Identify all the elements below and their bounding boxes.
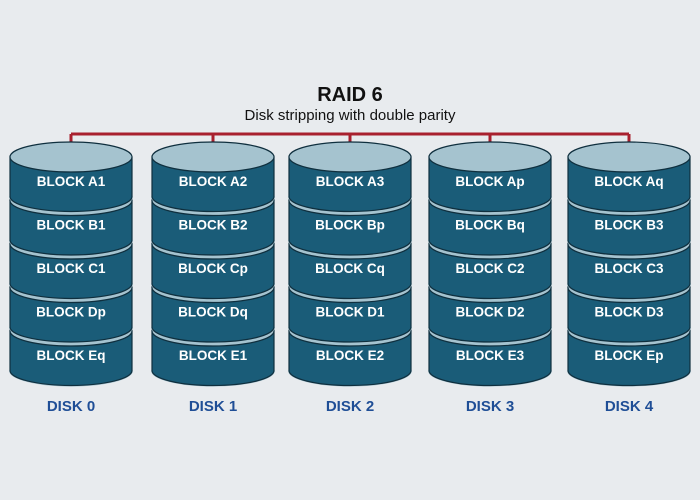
- disk-block: BLOCK Aq: [567, 141, 691, 213]
- diagram-title: RAID 6: [317, 84, 383, 106]
- disk-label: DISK 0: [47, 398, 95, 415]
- block-label: BLOCK A1: [37, 174, 106, 189]
- diagram-subtitle: Disk stripping with double parity: [244, 107, 456, 124]
- block-label: BLOCK C2: [455, 261, 524, 276]
- block-label: BLOCK E2: [316, 348, 384, 363]
- block-label: BLOCK Eq: [37, 348, 106, 363]
- disk-block: BLOCK A1: [9, 141, 133, 213]
- block-label: BLOCK B1: [36, 218, 105, 233]
- disk-label: DISK 4: [605, 398, 654, 415]
- block-label: BLOCK E1: [179, 348, 248, 363]
- block-label: BLOCK A2: [179, 174, 248, 189]
- block-label: BLOCK A3: [316, 174, 385, 189]
- disk-stack-2: BLOCK E2 BLOCK D1 BLOCK Cq BLOCK Bp BLOCK A3: [288, 141, 412, 387]
- block-label: BLOCK E3: [456, 348, 525, 363]
- disk-stack-1: BLOCK E1 BLOCK Dq BLOCK Cp BLOCK B2 BLOCK A2: [151, 141, 275, 387]
- block-label: BLOCK Bp: [315, 218, 385, 233]
- block-label: BLOCK C1: [36, 261, 105, 276]
- disk-block: BLOCK Ap: [428, 141, 552, 213]
- block-label: BLOCK D2: [455, 305, 524, 320]
- block-label: BLOCK D1: [315, 305, 384, 320]
- block-label: BLOCK Cp: [178, 261, 248, 276]
- block-label: BLOCK Ep: [595, 348, 664, 363]
- block-label: BLOCK Aq: [594, 174, 663, 189]
- disk-array: BLOCK Eq BLOCK Dp BLOCK C1 BLOCK B1 BLOCK A1…: [9, 141, 691, 415]
- disk-block: BLOCK A2: [151, 141, 275, 213]
- block-label: BLOCK Ap: [455, 174, 524, 189]
- block-label: BLOCK Cq: [315, 261, 385, 276]
- block-label: BLOCK B3: [594, 218, 663, 233]
- disk-label: DISK 2: [326, 398, 374, 415]
- block-label: BLOCK Dp: [36, 305, 106, 320]
- disk-stack-3: BLOCK E3 BLOCK D2 BLOCK C2 BLOCK Bq BLOCK Ap: [428, 141, 552, 387]
- disk-stack-0: BLOCK Eq BLOCK Dp BLOCK C1 BLOCK B1 BLOCK A1: [9, 141, 133, 387]
- block-label: BLOCK D3: [594, 305, 663, 320]
- block-label: BLOCK Bq: [455, 218, 525, 233]
- disk-label: DISK 1: [189, 398, 237, 415]
- block-label: BLOCK C3: [594, 261, 663, 276]
- disk-stack-4: BLOCK Ep BLOCK D3 BLOCK C3 BLOCK B3 BLOCK Aq: [567, 141, 691, 387]
- disk-label: DISK 3: [466, 398, 514, 415]
- block-label: BLOCK Dq: [178, 305, 248, 320]
- disk-block: BLOCK A3: [288, 141, 412, 213]
- block-label: BLOCK B2: [178, 218, 247, 233]
